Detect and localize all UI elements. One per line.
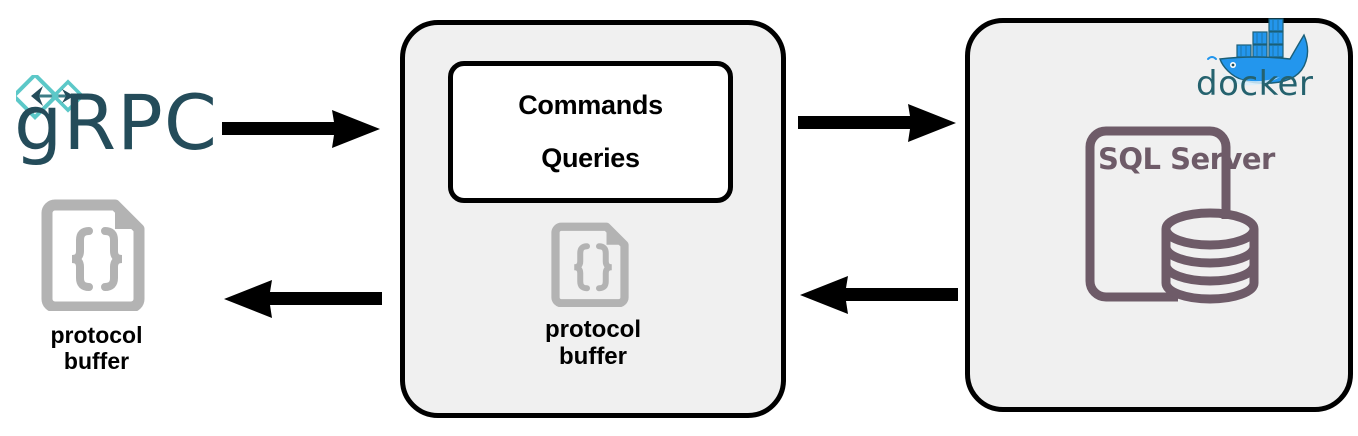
client-protocol-buffer-label: protocol buffer <box>50 322 143 374</box>
docker-logo-text: docker <box>1196 64 1314 104</box>
database-cylinder-icon <box>1085 126 1259 304</box>
service-panel: Commands Queries protocol buffer <box>400 20 786 418</box>
service-protocol-buffer: protocol buffer <box>503 217 683 371</box>
handlers-line-commands: Commands <box>518 90 663 120</box>
handlers-box: Commands Queries <box>448 61 733 203</box>
arrow-client-to-service <box>222 110 380 148</box>
protocol-buffer-document-icon <box>551 222 629 307</box>
protocol-buffer-document-icon <box>41 199 144 311</box>
client-protocol-buffer: protocol buffer <box>14 193 179 375</box>
handlers-line-queries: Queries <box>541 143 640 173</box>
database-panel: docker SQL Server <box>965 18 1353 412</box>
service-protocol-buffer-label: protocol buffer <box>545 316 641 370</box>
sql-server-logo: SQL Server <box>1082 123 1275 313</box>
arrow-service-to-database <box>798 104 956 142</box>
docker-logo: docker <box>1192 15 1324 120</box>
grpc-logo-text: gRPC <box>14 78 218 167</box>
grpc-logo: gRPC <box>8 75 228 185</box>
arrow-service-to-client <box>224 280 382 318</box>
sql-server-logo-text: SQL Server <box>1098 142 1275 176</box>
docker-whale-icon <box>1207 18 1309 86</box>
grpc-diamond-arrows-icon <box>16 75 85 121</box>
arrow-database-to-service <box>800 276 958 314</box>
